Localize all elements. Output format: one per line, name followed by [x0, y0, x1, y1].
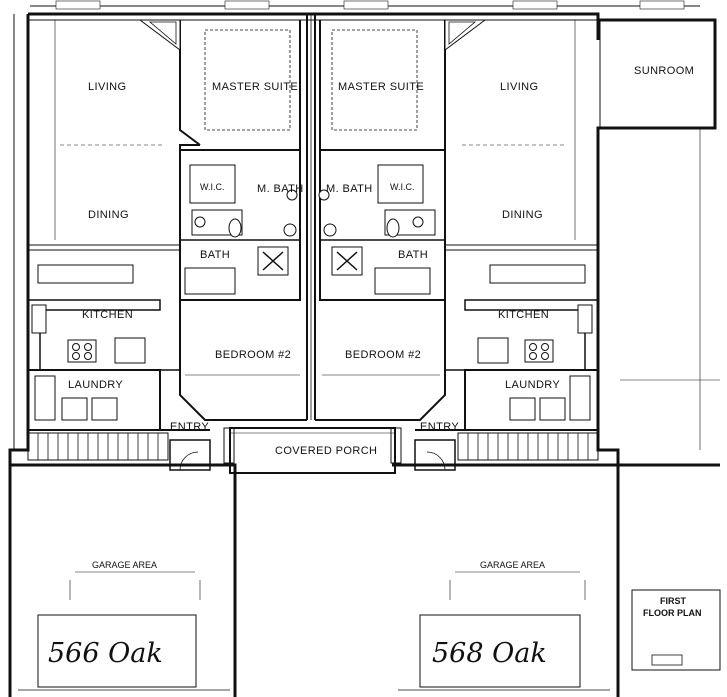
master-suite-label-left: MASTER SUITE [212, 81, 298, 93]
entry-label-right: ENTRY [420, 421, 459, 433]
bath-label-right: BATH [398, 249, 428, 261]
dining-label-left: DINING [88, 209, 129, 221]
laundry-label-right: LAUNDRY [505, 379, 560, 391]
interior-lines [28, 20, 598, 251]
stairs [27, 432, 599, 471]
bedroom2-label-right: BEDROOM #2 [345, 349, 421, 361]
kitchen-counters [28, 264, 598, 370]
bath-label-left: BATH [200, 249, 230, 261]
site-lines [620, 128, 720, 450]
bath-walls [179, 150, 446, 301]
garage-area-label-right: GARAGE AREA [480, 560, 545, 570]
sunroom-label: SUNROOM [634, 65, 694, 77]
top-dimension-labels [30, 0, 700, 10]
garage-area-label-left: GARAGE AREA [92, 560, 157, 570]
m-bath-label-right: M. BATH [326, 183, 373, 195]
exterior-walls [8, 12, 720, 697]
address-right: 568 Oak [432, 638, 547, 669]
m-bath-label-left: M. BATH [257, 183, 304, 195]
covered-porch-label: COVERED PORCH [275, 445, 377, 457]
address-left: 566 Oak [48, 638, 163, 669]
entry-label-left: ENTRY [170, 421, 209, 433]
party-wall [306, 14, 316, 420]
kitchen-label-left: KITCHEN [82, 309, 133, 321]
bedroom-walls [160, 300, 465, 421]
covered-porch-area [223, 427, 402, 474]
garages [10, 463, 620, 697]
wic-label-left: W.I.C. [200, 182, 225, 192]
master-suite-label-right: MASTER SUITE [338, 81, 424, 93]
fireplaces [138, 19, 487, 51]
title-block [631, 589, 721, 671]
laundry-label-left: LAUNDRY [68, 379, 123, 391]
dining-label-right: DINING [502, 209, 543, 221]
living-label-right: LIVING [500, 81, 538, 93]
kitchen-label-right: KITCHEN [498, 309, 549, 321]
wic-label-right: W.I.C. [390, 182, 415, 192]
title-first: FIRST [660, 596, 687, 606]
title-floor-plan: FLOOR PLAN [643, 608, 702, 618]
living-label-left: LIVING [88, 81, 126, 93]
laundry-area [28, 369, 598, 431]
bedroom2-label-left: BEDROOM #2 [215, 349, 291, 361]
